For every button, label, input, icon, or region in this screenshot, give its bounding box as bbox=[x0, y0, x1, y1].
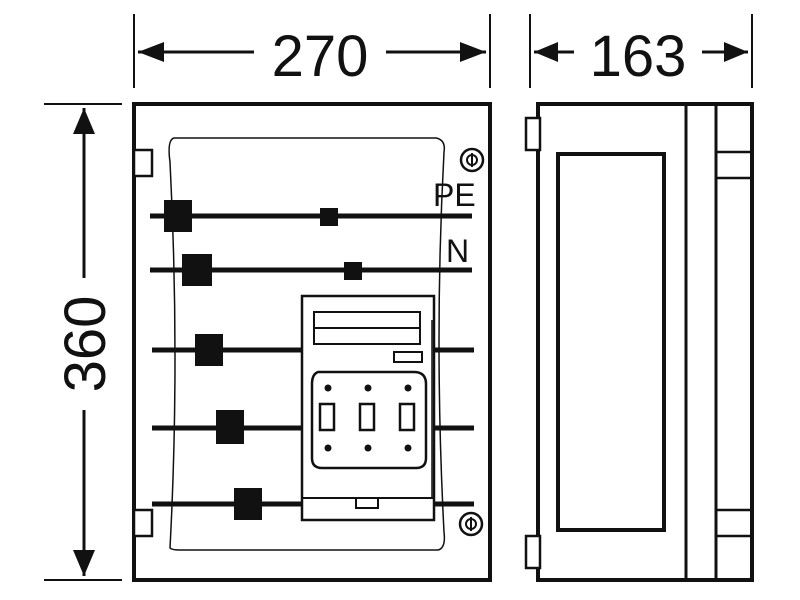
front-view bbox=[132, 102, 492, 582]
bottom-latch bbox=[355, 497, 379, 509]
depth-value: 163 bbox=[590, 24, 687, 89]
height-arrow-top bbox=[73, 108, 95, 134]
width-value: 270 bbox=[272, 24, 369, 89]
fuse-switch-disconnector bbox=[300, 294, 436, 522]
height-arrow-bottom bbox=[73, 550, 95, 576]
depth-dimension bbox=[529, 14, 753, 88]
n-label: N bbox=[446, 233, 469, 269]
height-dimension bbox=[44, 103, 122, 581]
side-hinge-top bbox=[524, 116, 542, 152]
side-view bbox=[524, 102, 754, 582]
screw-top-icon bbox=[459, 147, 485, 173]
width-arrow-left bbox=[138, 42, 164, 62]
n-busbar bbox=[150, 254, 472, 286]
side-window bbox=[556, 152, 666, 532]
fuse-l1 bbox=[318, 402, 336, 432]
depth-arrow-left bbox=[534, 42, 558, 62]
screw-bottom-icon bbox=[458, 511, 484, 537]
l1-busbar bbox=[152, 334, 474, 366]
pe-busbar bbox=[150, 200, 472, 232]
l2-busbar bbox=[152, 410, 474, 444]
fuse-l2 bbox=[358, 402, 376, 432]
height-value: 360 bbox=[53, 296, 118, 393]
depth-arrow-right bbox=[724, 42, 748, 62]
width-arrow-right bbox=[460, 42, 486, 62]
hinge-tab-top bbox=[132, 148, 154, 178]
fuse-l3 bbox=[398, 402, 416, 432]
status-indicator bbox=[393, 351, 423, 363]
pe-label: PE bbox=[433, 177, 476, 213]
width-dimension bbox=[133, 14, 491, 88]
l3-busbar bbox=[152, 488, 474, 520]
side-hinge-bottom bbox=[524, 534, 542, 570]
hinge-tab-bottom bbox=[132, 508, 154, 538]
